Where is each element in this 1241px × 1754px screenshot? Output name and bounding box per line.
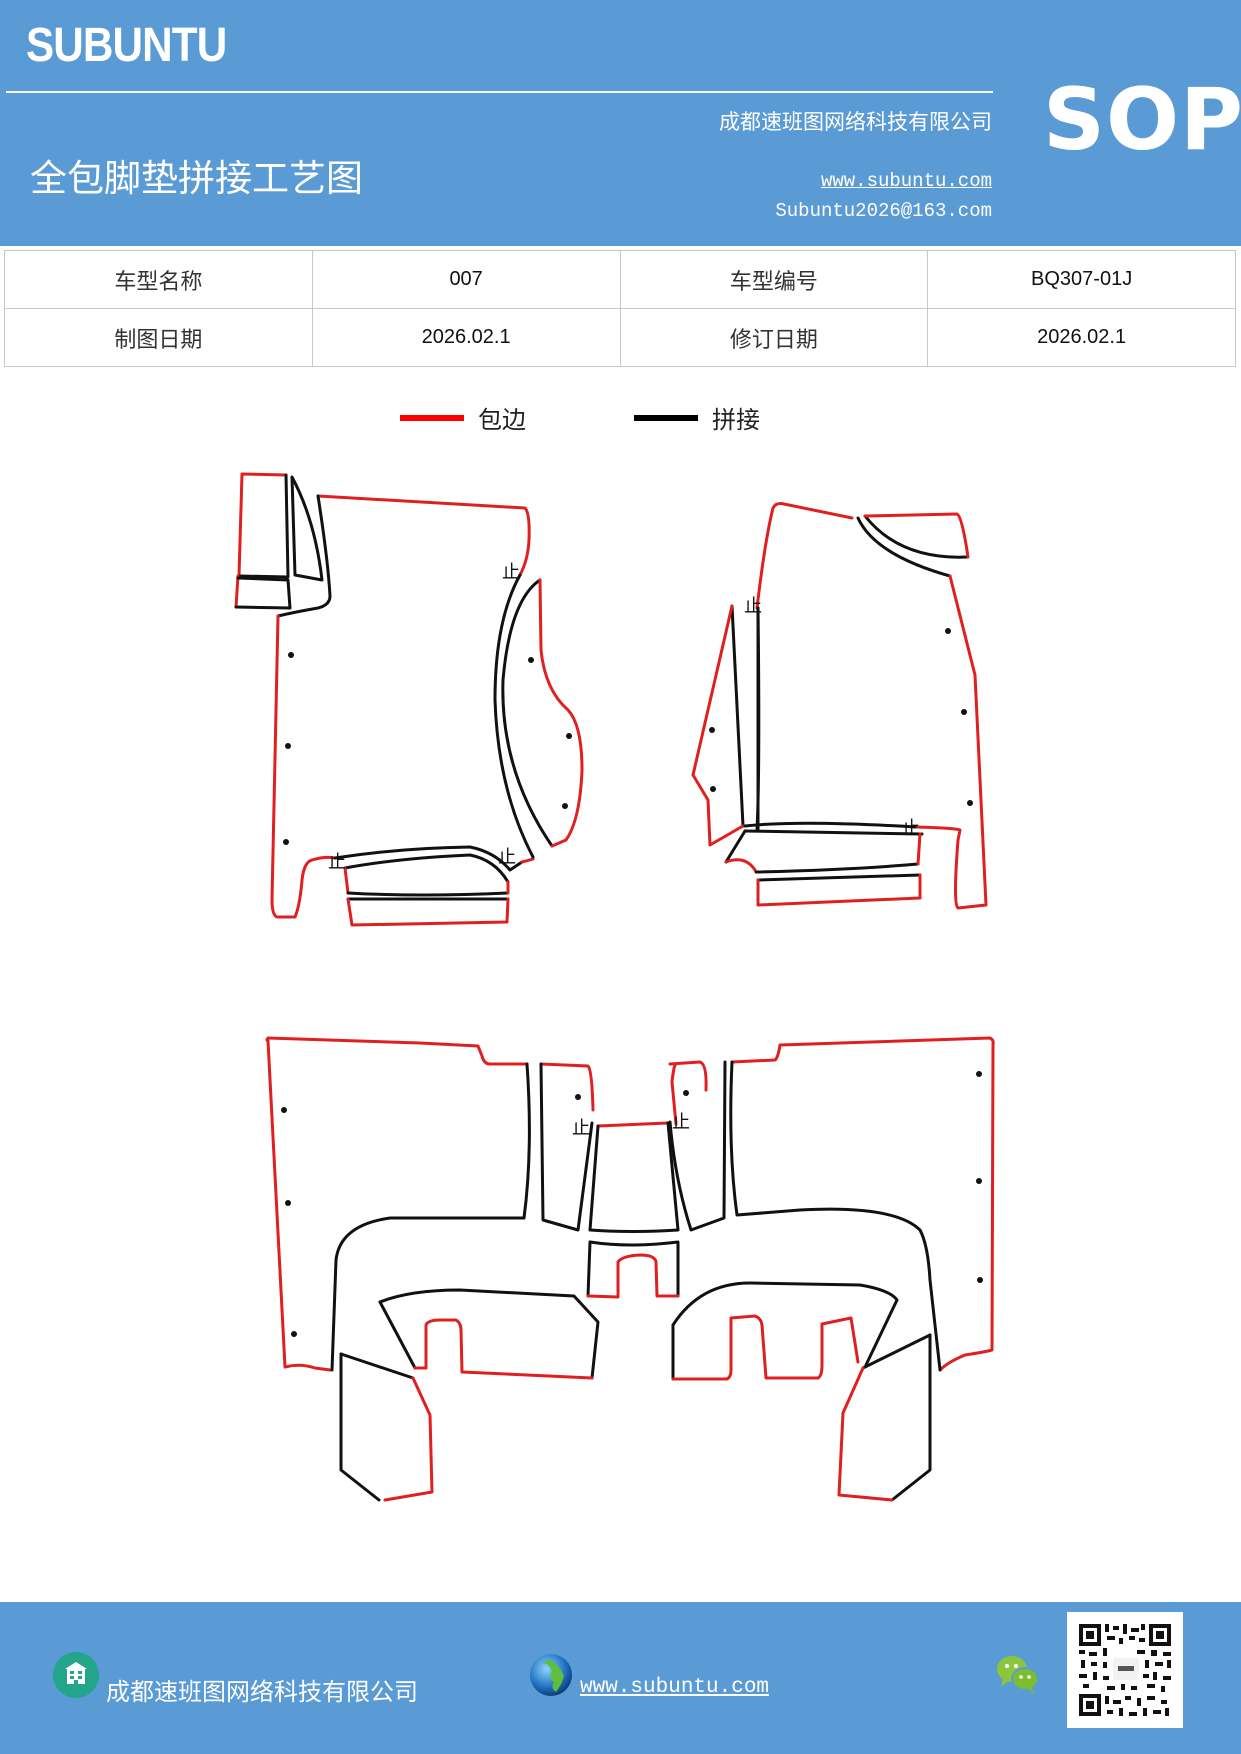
front-left-mat [234, 472, 584, 927]
model-code-label: 车型编号 [619, 250, 929, 309]
header-company-name: 成都速班图网络科技有限公司 [719, 110, 992, 134]
globe-icon [528, 1652, 574, 1698]
page-title: 全包脚垫拼接工艺图 [30, 157, 363, 200]
info-table: 车型名称 007 车型编号 BQ307-01J 制图日期 2026.02.1 修… [4, 250, 1236, 367]
legend-item-edge: 包边 [400, 400, 526, 435]
legend-label: 包边 [478, 406, 526, 434]
header-website-link[interactable]: www.subuntu.com [820, 170, 992, 192]
footer-website-link[interactable]: www.subuntu.com [580, 1676, 770, 1699]
red-line-swatch [400, 414, 464, 421]
front-right-mat [691, 502, 988, 910]
mat-splicing-diagram: 止 止 止 止 止 [234, 472, 995, 1502]
header-divider [6, 91, 993, 93]
header-email[interactable]: Subuntu2026@163.com [775, 200, 992, 222]
drawing-date-value: 2026.02.1 [311, 308, 621, 367]
table-row: 制图日期 2026.02.1 修订日期 2026.02.1 [4, 308, 1236, 367]
wechat-icon [995, 1654, 1041, 1696]
model-code-value: BQ307-01J [927, 250, 1236, 309]
stop-mark: 止 [744, 596, 762, 617]
stop-mark: 止 [502, 562, 520, 583]
qr-code[interactable] [1067, 1612, 1183, 1728]
revision-date-label: 修订日期 [619, 308, 929, 367]
stop-mark: 止 [328, 852, 346, 873]
stop-mark: 止 [902, 818, 920, 839]
revision-date-value: 2026.02.1 [927, 308, 1236, 367]
building-icon [53, 1652, 99, 1698]
black-line-swatch [634, 414, 698, 421]
rear-mat [265, 1036, 995, 1502]
drawing-date-label: 制图日期 [4, 308, 313, 367]
model-name-value: 007 [311, 250, 621, 309]
footer-banner: 成都速班图网络科技有限公司 www.subuntu.com [0, 1602, 1241, 1754]
model-name-label: 车型名称 [4, 250, 313, 309]
stop-mark: 止 [498, 847, 516, 868]
sop-badge: SOP [1043, 70, 1241, 170]
legend-label: 拼接 [712, 406, 760, 434]
brand-logo: SUBUNTU [26, 19, 227, 72]
legend-item-seam: 拼接 [634, 400, 760, 435]
stop-mark: 止 [572, 1118, 590, 1139]
footer-company-name: 成都速班图网络科技有限公司 [106, 1678, 418, 1706]
stop-mark: 止 [672, 1112, 690, 1133]
header-banner: SUBUNTU 全包脚垫拼接工艺图 成都速班图网络科技有限公司 www.subu… [0, 0, 1241, 246]
table-row: 车型名称 007 车型编号 BQ307-01J [4, 250, 1236, 309]
legend: 包边 拼接 [0, 400, 1241, 440]
